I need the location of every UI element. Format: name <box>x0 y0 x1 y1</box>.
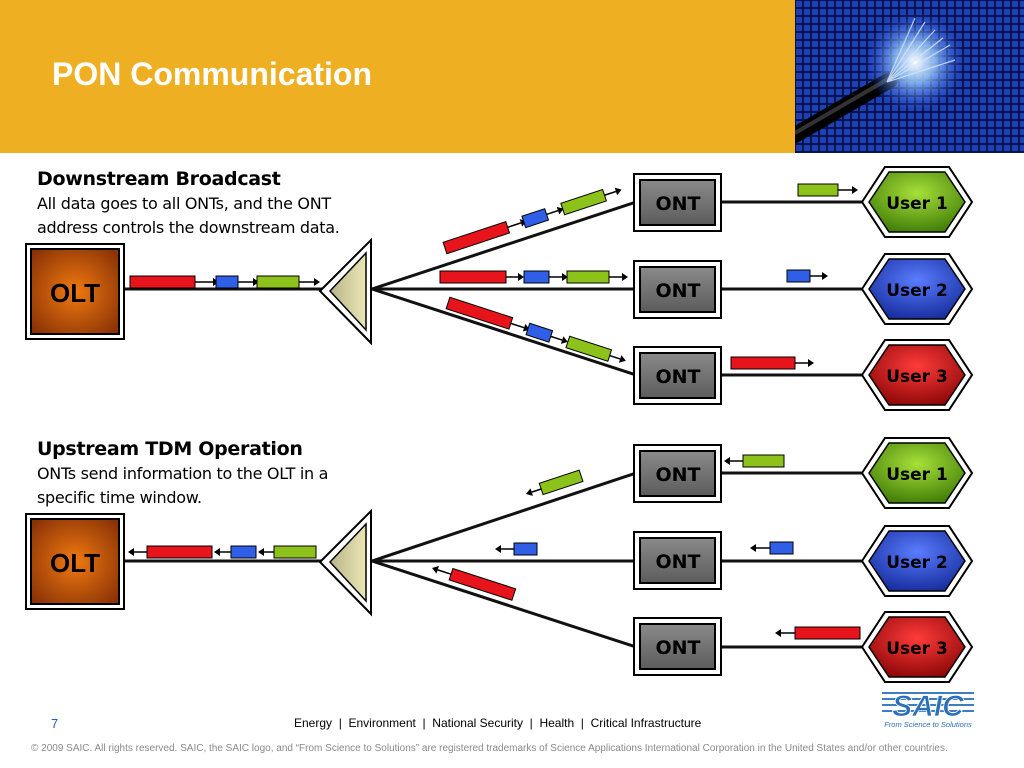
packet-red <box>129 275 196 289</box>
olt-label: OLT <box>50 548 100 578</box>
ont-device: ONT <box>633 173 722 232</box>
fiber-line <box>371 200 637 291</box>
packet-train <box>439 270 628 284</box>
upstream-heading: Upstream TDM Operation <box>37 438 303 460</box>
logo-tagline: From Science to Solutions <box>884 720 972 729</box>
copyright-notice: © 2009 SAIC. All rights reserved. SAIC, … <box>31 743 948 754</box>
user-label: User 1 <box>886 194 948 214</box>
packet-blue <box>215 275 239 289</box>
upstream-description: ONTs send information to the OLT in a sp… <box>37 464 329 507</box>
packet-delivery <box>730 183 858 370</box>
packet-red <box>794 626 861 640</box>
packet-train <box>526 469 584 496</box>
ont-label: ONT <box>655 193 700 215</box>
packet-blue <box>230 545 257 559</box>
ont-device: ONT <box>633 531 722 590</box>
olt-label: OLT <box>50 278 100 308</box>
olt-device: OLT <box>25 243 125 340</box>
packet-train <box>432 566 517 601</box>
packet-green <box>256 275 300 289</box>
downstream-heading: Downstream Broadcast <box>37 168 281 190</box>
downstream-description: All data goes to all ONTs, and the ONT a… <box>37 194 340 237</box>
saic-logo: SAIC From Science to Solutions <box>882 690 974 729</box>
page-number: 7 <box>51 716 59 731</box>
ont-device: ONT <box>633 260 722 319</box>
ont-device: ONT <box>633 346 722 405</box>
packet-red <box>730 356 796 370</box>
ont-label: ONT <box>655 637 700 659</box>
user-node: User 2 <box>860 525 974 597</box>
packet-red <box>439 270 507 284</box>
user-label: User 3 <box>886 367 948 387</box>
ont-device: ONT <box>633 617 722 676</box>
packet-green <box>273 545 317 559</box>
ont-label: ONT <box>655 280 700 302</box>
footer-tagline: Energy | Environment | National Security… <box>294 716 702 730</box>
packet-red <box>146 545 213 559</box>
packet-green <box>538 469 584 496</box>
fiber-optic-image <box>795 0 1024 153</box>
packet-green <box>566 270 610 284</box>
ont-label: ONT <box>655 464 700 486</box>
user-label: User 1 <box>886 465 948 485</box>
user-node: User 3 <box>860 611 974 683</box>
splitter <box>318 508 372 617</box>
ont-label: ONT <box>655 551 700 573</box>
packet-delivery <box>724 454 861 640</box>
ont-label: ONT <box>655 366 700 388</box>
packet-green <box>797 183 839 197</box>
downstream-section: OLT ONT ONT ONT User 1 <box>25 166 974 411</box>
packet-green <box>742 454 785 468</box>
packet-train <box>128 545 317 559</box>
packet-blue <box>521 208 550 229</box>
fiber-line <box>371 287 637 377</box>
packet-blue <box>769 541 794 555</box>
user-node: User 1 <box>860 437 974 509</box>
user-node: User 1 <box>860 166 974 238</box>
packet-blue <box>513 542 538 556</box>
packet-green <box>560 188 608 216</box>
page-title: PON Communication <box>52 56 373 92</box>
logo-text: SAIC <box>892 690 965 723</box>
user-label: User 3 <box>886 639 948 659</box>
packet-blue <box>523 270 550 284</box>
splitter <box>318 237 372 346</box>
upstream-section: OLT ONT ONT ONT User 1 <box>25 437 974 683</box>
pon-diagram: OLT ONT ONT ONT User 1 <box>25 166 974 683</box>
packet-train <box>495 542 538 556</box>
packet-train <box>129 275 320 289</box>
ont-device: ONT <box>633 444 722 503</box>
packet-train <box>442 187 622 255</box>
user-node: User 3 <box>860 339 974 411</box>
packet-train <box>445 296 626 363</box>
olt-device: OLT <box>25 513 125 610</box>
user-label: User 2 <box>886 553 948 573</box>
user-node: User 2 <box>860 253 974 325</box>
packet-green <box>565 335 613 362</box>
fiber-line <box>371 559 637 649</box>
header-banner <box>0 0 795 153</box>
packet-blue <box>786 269 811 283</box>
fiber-line <box>371 471 637 563</box>
packet-red <box>442 220 511 255</box>
user-label: User 2 <box>886 281 948 301</box>
packet-red <box>448 567 517 601</box>
